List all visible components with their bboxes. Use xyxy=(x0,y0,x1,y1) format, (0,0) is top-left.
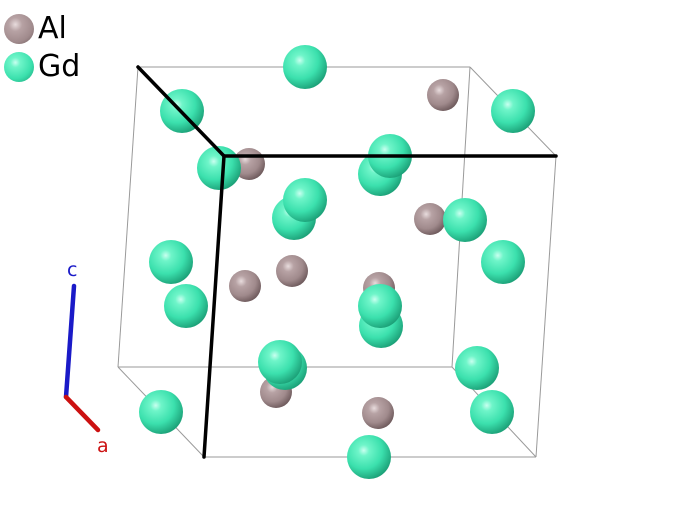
gd-atom xyxy=(258,340,302,384)
a-axis-label: a xyxy=(97,435,109,457)
gd-swatch-icon xyxy=(4,52,34,82)
legend: Al Gd xyxy=(4,10,80,86)
c-axis-label: c xyxy=(67,259,78,281)
legend-item-gd: Gd xyxy=(4,48,80,86)
a-axis-line xyxy=(63,394,101,433)
legend-label-al: Al xyxy=(38,11,67,46)
gd-atom xyxy=(358,284,402,328)
atoms xyxy=(139,45,535,479)
legend-item-al: Al xyxy=(4,10,80,48)
al-atom xyxy=(276,255,308,287)
gd-atom xyxy=(149,240,193,284)
gd-atom xyxy=(139,390,183,434)
gd-atom xyxy=(164,284,208,328)
gd-atom xyxy=(283,45,327,89)
al-atom xyxy=(362,397,394,429)
gd-atom xyxy=(283,178,327,222)
bold-cell-edges xyxy=(136,65,558,459)
gd-atom xyxy=(347,435,391,479)
al-atom xyxy=(414,203,446,235)
gd-atom xyxy=(481,240,525,284)
gd-atom xyxy=(470,390,514,434)
al-atom xyxy=(229,270,261,302)
gd-atom xyxy=(491,89,535,133)
gd-atom xyxy=(455,346,499,390)
legend-label-gd: Gd xyxy=(38,49,81,84)
axis-indicator xyxy=(63,283,101,433)
c-axis-line xyxy=(63,283,77,400)
al-atom xyxy=(427,79,459,111)
al-swatch-icon xyxy=(4,14,34,44)
gd-atom xyxy=(443,198,487,242)
